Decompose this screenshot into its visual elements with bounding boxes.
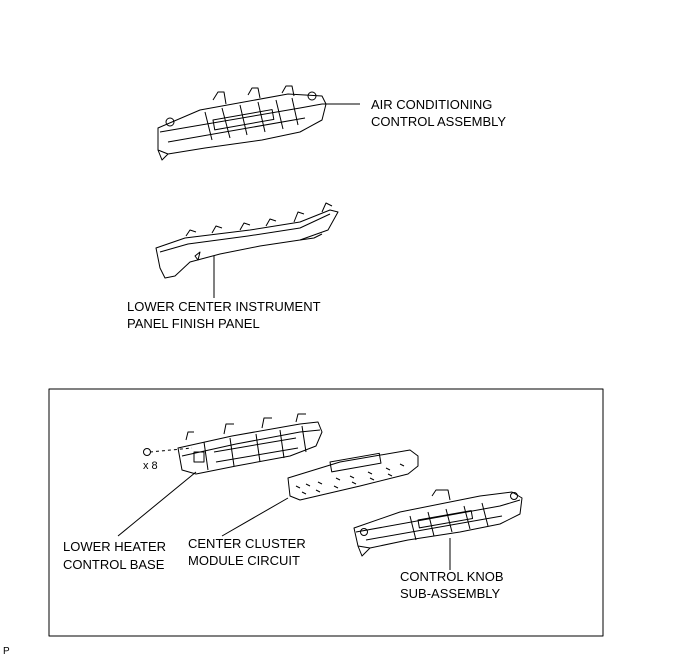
label-air-conditioning-line1: AIR CONDITIONING xyxy=(371,97,493,112)
label-control-knob-line1: CONTROL KNOB xyxy=(400,569,504,584)
label-lower-center-line2: PANEL FINISH PANEL xyxy=(127,316,260,331)
center-cluster-module-circuit-drawing xyxy=(221,449,419,537)
lower-center-finish-panel-drawing xyxy=(155,202,339,298)
screw-drawing xyxy=(143,447,193,456)
figure-code: P xyxy=(3,646,10,657)
label-lower-heater-line1: LOWER HEATER xyxy=(63,539,167,554)
label-air-conditioning-line2: CONTROL ASSEMBLY xyxy=(371,114,507,129)
detail-frame xyxy=(48,388,604,637)
label-control-knob-line2: SUB-ASSEMBLY xyxy=(400,586,501,601)
label-center-cluster-line2: MODULE CIRCUIT xyxy=(188,553,300,568)
label-lower-heater-line2: CONTROL BASE xyxy=(63,557,165,572)
label-screw-count: x 8 xyxy=(143,460,158,472)
air-conditioning-control-assembly-drawing xyxy=(157,85,360,161)
label-lower-center-line1: LOWER CENTER INSTRUMENT xyxy=(127,299,321,314)
lower-heater-control-base-drawing xyxy=(117,413,323,537)
control-knob-sub-assembly-drawing xyxy=(353,489,523,570)
label-center-cluster-line1: CENTER CLUSTER xyxy=(188,536,306,551)
